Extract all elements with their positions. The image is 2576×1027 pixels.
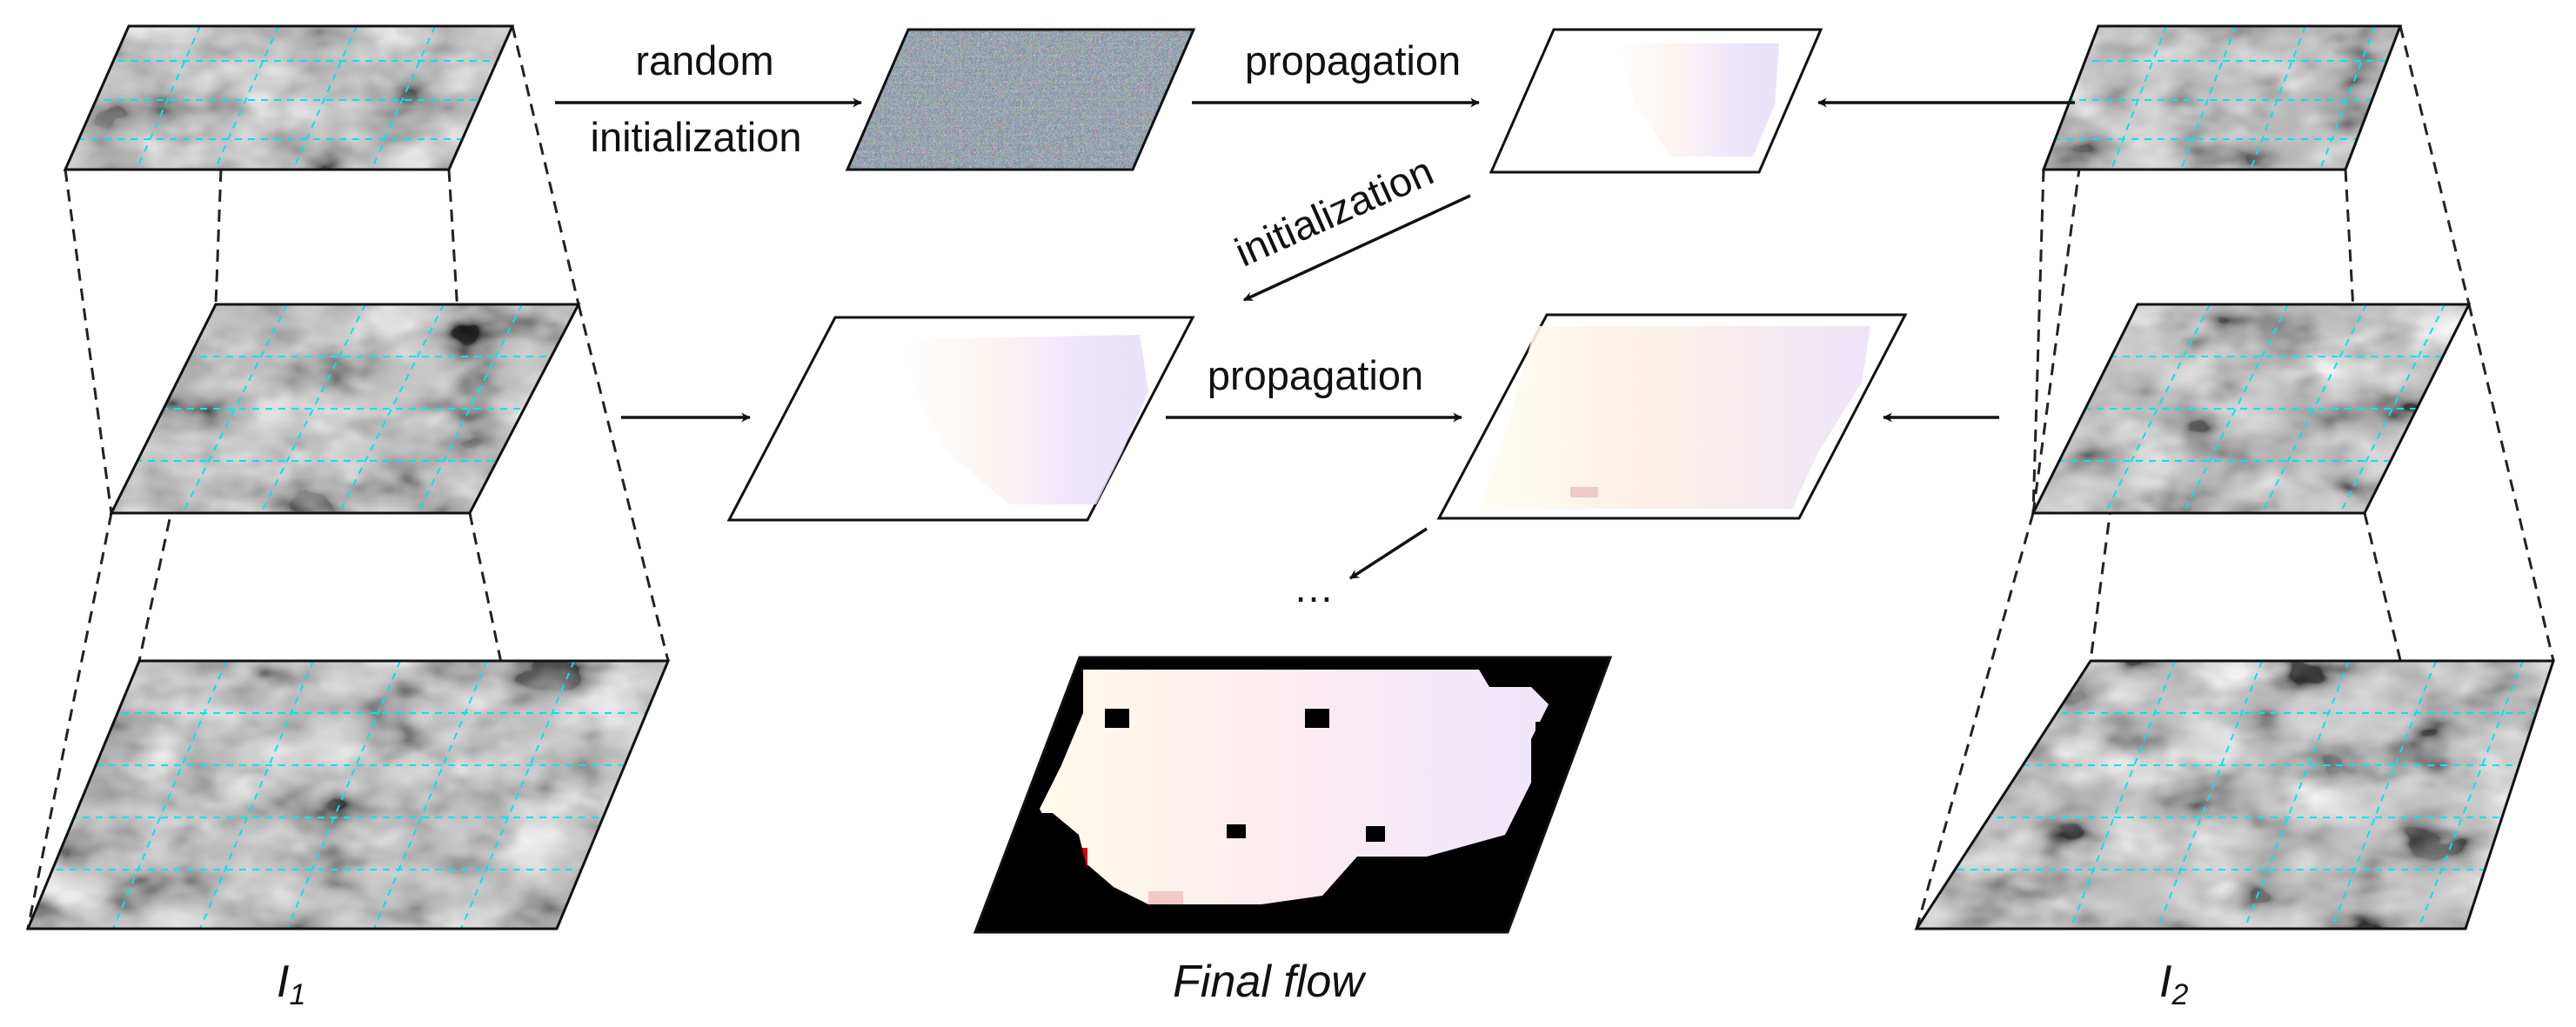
i1-level-mid [109,303,581,515]
caption-i1-subscript: 1 [289,978,305,1011]
label-random: random [635,37,773,83]
arrow-initialization-diag [1243,194,1471,302]
arrow-to-ellipsis [1349,527,1428,580]
i2-level-mid [2031,303,2472,515]
flow-field-mid-propagated [1436,313,1908,520]
flow-field-coarse [1489,28,1823,174]
final-flow-field [973,656,1613,934]
label-propagation-mid: propagation [1208,352,1423,398]
arrows [555,97,2075,580]
caption-i2-letter: I [2159,957,2171,1007]
i2-level-fine [1914,659,2556,930]
i1-level-coarse [63,24,515,171]
pyramid-i2 [1914,24,2556,930]
random-init-field [845,28,1196,171]
caption-i2: I2 [2159,957,2188,1011]
flow-field-mid-init [726,316,1195,522]
caption-i1-letter: I [277,957,289,1007]
pyramid-i1 [25,24,671,930]
caption-i1: I1 [277,957,305,1011]
label-propagation-top: propagation [1245,37,1461,83]
label-initialization-diag: initialization [1228,147,1441,275]
label-ellipsis: … [1294,564,1335,610]
i1-level-fine [25,659,671,930]
i2-level-coarse [2041,24,2403,171]
caption-i2-subscript: 2 [2171,978,2188,1011]
caption-final-flow: Final flow [1173,957,1367,1007]
label-initialization-top: initialization [591,114,802,160]
